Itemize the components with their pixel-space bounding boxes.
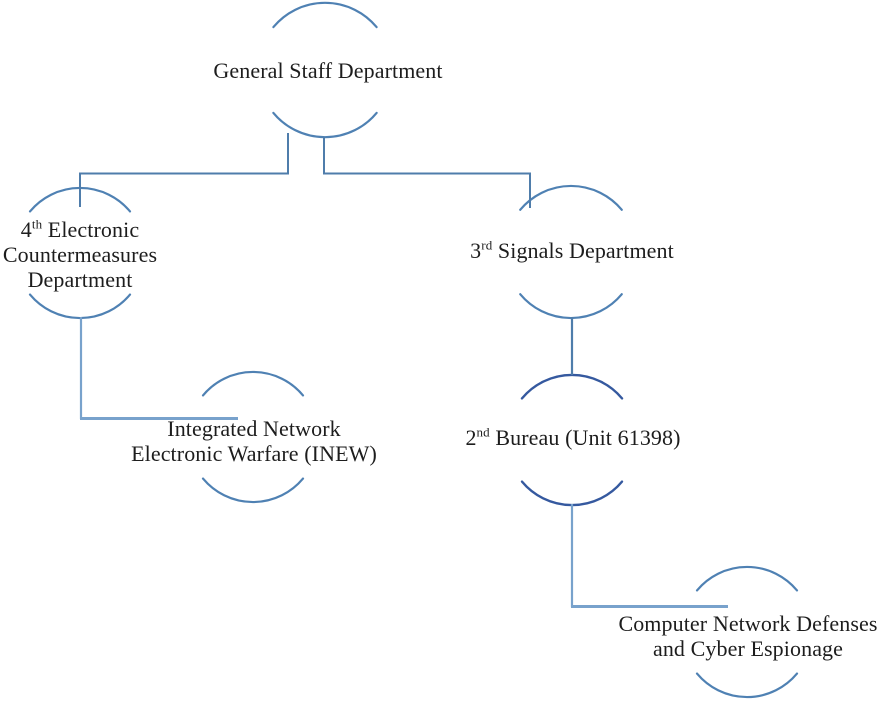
label-line: 3rd Signals Department [470, 237, 674, 263]
node-computer-network-defenses-and-cyber-espionage: Computer Network Defenses and Cyber Espi… [598, 611, 880, 661]
node-integrated-network-electronic-warfare: Integrated Network Electronic Warfare (I… [104, 416, 404, 466]
bureau-circle-bottom-arc [520, 480, 624, 507]
label-line: and Cyber Espionage [652, 636, 844, 661]
ecm-circle-bottom-arc [28, 293, 132, 320]
signals-circle-top-arc [519, 184, 623, 211]
cnd-circle-top-arc [695, 565, 799, 592]
node-general-staff-department: General Staff Department [178, 58, 478, 83]
label-line: Integrated Network [167, 416, 341, 441]
label-line: General Staff Department [213, 58, 443, 83]
ordinal-superscript: nd [476, 424, 490, 440]
node-4th-electronic-countermeasures-department: 4th Electronic Countermeasures Departmen… [0, 217, 190, 292]
label-line: 2nd Bureau (Unit 61398) [465, 424, 681, 450]
label-line: 4th Electronic [20, 216, 140, 242]
ordinal-superscript: th [31, 216, 43, 232]
inew-circle-top-arc [201, 370, 305, 397]
inew-circle-bottom-arc [201, 477, 305, 504]
label-line: Computer Network Defenses [618, 611, 878, 636]
label-line: Department [27, 267, 133, 292]
label-line: Electronic Warfare (INEW) [131, 441, 377, 466]
bureau-circle-top-arc [520, 373, 624, 400]
node-3rd-signals-department: 3rd Signals Department [422, 238, 722, 263]
cnd-circle-bottom-arc [695, 672, 799, 699]
general-staff-circle-top-arc [272, 1, 378, 29]
ordinal-superscript: rd [481, 237, 493, 253]
label-line: Countermeasures [2, 242, 158, 267]
node-2nd-bureau-unit-61398: 2nd Bureau (Unit 61398) [423, 425, 723, 450]
signals-circle-bottom-arc [519, 293, 623, 320]
